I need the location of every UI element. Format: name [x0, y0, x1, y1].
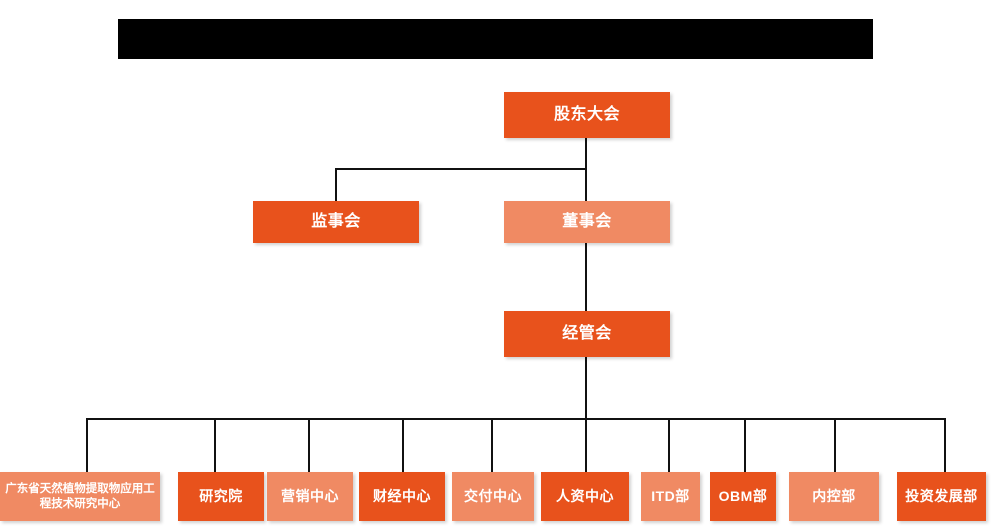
connector-drop-gd-center	[86, 418, 88, 472]
connector-level2-bus	[335, 168, 587, 170]
node-internal-control-dept[interactable]: 内控部	[789, 472, 879, 521]
node-delivery-center[interactable]: 交付中心	[452, 472, 534, 521]
node-shareholders[interactable]: 股东大会	[504, 92, 670, 138]
node-itd-dept[interactable]: ITD部	[641, 472, 700, 521]
connector-management-down	[585, 357, 587, 419]
connector-drop-obm-dept	[744, 418, 746, 472]
connector-drop-research-institute	[214, 418, 216, 472]
connector-drop-hr-center	[585, 418, 587, 472]
connector-to-directors	[585, 168, 587, 201]
node-research-institute[interactable]: 研究院	[178, 472, 264, 521]
connector-drop-itd-dept	[668, 418, 670, 472]
connector-drop-investment-dev-dept	[944, 418, 946, 472]
node-finance-center[interactable]: 财经中心	[359, 472, 445, 521]
connector-drop-delivery-center	[491, 418, 493, 472]
node-gd-center[interactable]: 广东省天然植物提取物应用工程技术研究中心	[0, 472, 160, 521]
connector-leaf-bus	[86, 418, 945, 420]
node-marketing-center[interactable]: 营销中心	[267, 472, 353, 521]
connector-shareholders-down	[585, 138, 587, 169]
node-obm-dept[interactable]: OBM部	[710, 472, 776, 521]
connector-directors-to-management	[585, 243, 587, 311]
connector-drop-internal-control-dept	[834, 418, 836, 472]
connector-to-supervisors	[335, 168, 337, 201]
node-supervisors[interactable]: 监事会	[253, 201, 419, 243]
node-directors[interactable]: 董事会	[504, 201, 670, 243]
connector-drop-marketing-center	[308, 418, 310, 472]
node-management[interactable]: 经管会	[504, 311, 670, 357]
node-hr-center[interactable]: 人资中心	[541, 472, 629, 521]
node-investment-dev-dept[interactable]: 投资发展部	[897, 472, 986, 521]
redacted-title-bar	[118, 19, 873, 59]
connector-drop-finance-center	[402, 418, 404, 472]
